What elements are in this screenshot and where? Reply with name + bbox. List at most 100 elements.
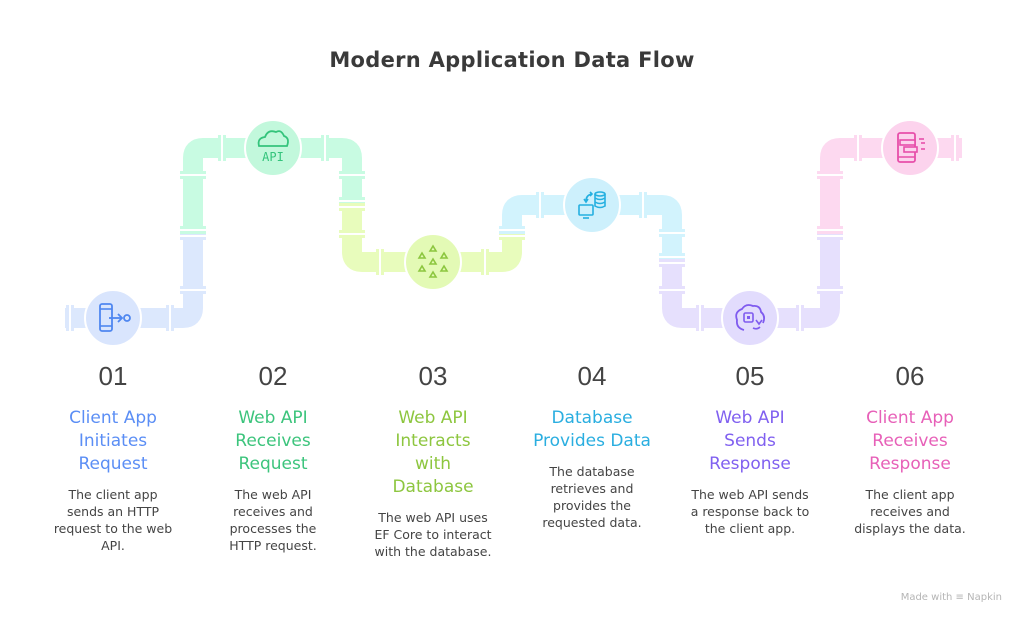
- step-title-line: Interacts: [395, 431, 471, 451]
- flange-gap: [499, 235, 525, 237]
- step-description-line: displays the data.: [854, 521, 966, 536]
- step-description-line: a response back to: [690, 504, 810, 519]
- step-title-line: Response: [709, 454, 791, 474]
- flange-gap: [659, 256, 685, 258]
- flange-gap: [324, 135, 326, 161]
- pipe-segment-1: [65, 233, 203, 328]
- step-description-line: The web API uses: [378, 510, 488, 525]
- step-node-4: [563, 176, 621, 234]
- step-title-line: Receives: [872, 431, 948, 451]
- phone-send-icon: [99, 303, 131, 332]
- footer-credit: Made with ≡ Napkin: [901, 592, 1002, 603]
- flange-gap: [180, 174, 206, 176]
- flange-gap: [180, 229, 206, 231]
- flange-gap: [221, 135, 223, 161]
- step-title-line: Database: [392, 477, 474, 497]
- brand-name: Napkin: [967, 592, 1002, 603]
- step-number: 04: [577, 361, 607, 391]
- step-title-line: Sends: [724, 431, 776, 451]
- step-description-line: The client app: [865, 487, 955, 502]
- cloud-api-icon: API: [257, 130, 289, 164]
- step-title-line: Client App: [866, 408, 954, 428]
- flange-gap: [817, 174, 843, 176]
- step-node-5: [721, 289, 779, 347]
- step-description-line: HTTP request.: [229, 538, 317, 553]
- flange-gap: [379, 249, 381, 275]
- flange-gap: [180, 235, 206, 237]
- flange-gap: [339, 200, 365, 202]
- step-node-6: [881, 119, 939, 177]
- step-title-line: Request: [238, 454, 308, 474]
- flange-gap: [954, 135, 956, 161]
- step-description-line: The database: [549, 464, 635, 479]
- step-title-line: Database: [551, 408, 633, 428]
- flange-gap: [817, 229, 843, 231]
- flange-gap: [180, 289, 206, 291]
- step-description-line: The client app: [68, 487, 158, 502]
- made-with-label: Made with: [900, 592, 953, 603]
- step-description-line: request to the web: [53, 521, 173, 536]
- step-title-line: Web API: [398, 408, 468, 428]
- flange-gap: [499, 229, 525, 231]
- step-description-line: The web API sends: [691, 487, 809, 502]
- flange-gap: [69, 305, 71, 331]
- flange-gap: [659, 232, 685, 234]
- step-title-line: Initiates: [78, 431, 148, 451]
- step-description: The client app sends an HTTP request to th…: [33, 486, 193, 554]
- node-circle: [244, 119, 302, 177]
- node-circle: [404, 233, 462, 291]
- flange-gap: [339, 233, 365, 235]
- step-description-line: receives and: [870, 504, 950, 519]
- cloud-response-icon: [735, 304, 766, 331]
- step-description-line: receives and: [233, 504, 313, 519]
- flange-gap: [817, 235, 843, 237]
- step-description-line: sends an HTTP: [66, 504, 160, 519]
- step-title-line: Web API: [238, 408, 308, 428]
- step-description: The web API uses EF Core to interact with …: [353, 509, 513, 560]
- flange-gap: [339, 206, 365, 208]
- pipe-segment-6: [820, 138, 962, 233]
- flange-gap: [857, 135, 859, 161]
- step-title-line: Provides Data: [533, 431, 651, 451]
- flange-gap: [339, 174, 365, 176]
- step-node-1: [84, 289, 142, 347]
- step-description-line: The web API: [234, 487, 312, 502]
- step-number: 03: [418, 361, 448, 391]
- flange-gap: [659, 262, 685, 264]
- flange-gap: [539, 192, 541, 218]
- step-title-line: Web API: [715, 408, 785, 428]
- step-title-line: Client App: [69, 408, 157, 428]
- step-number: 01: [98, 361, 128, 391]
- step-title-line: Request: [78, 454, 148, 474]
- step-description-line: the client app.: [704, 521, 796, 536]
- database-sync-icon: [578, 191, 606, 219]
- step-description-line: API.: [101, 538, 125, 553]
- flange-gap: [642, 192, 644, 218]
- step-description-line: EF Core to interact: [374, 527, 492, 542]
- svg-text:API: API: [262, 150, 284, 164]
- step-description-line: requested data.: [542, 515, 642, 530]
- flange-gap: [699, 305, 701, 331]
- step-description-line: processes the: [229, 521, 317, 536]
- flange-gap: [659, 289, 685, 291]
- step-title-line: Response: [869, 454, 951, 474]
- flange-gap: [817, 289, 843, 291]
- step-title-line: with: [414, 454, 452, 474]
- step-description: The web API sends a response back to the c…: [670, 486, 830, 537]
- phone-message-icon: [897, 132, 925, 163]
- step-description-line: with the database.: [374, 544, 492, 559]
